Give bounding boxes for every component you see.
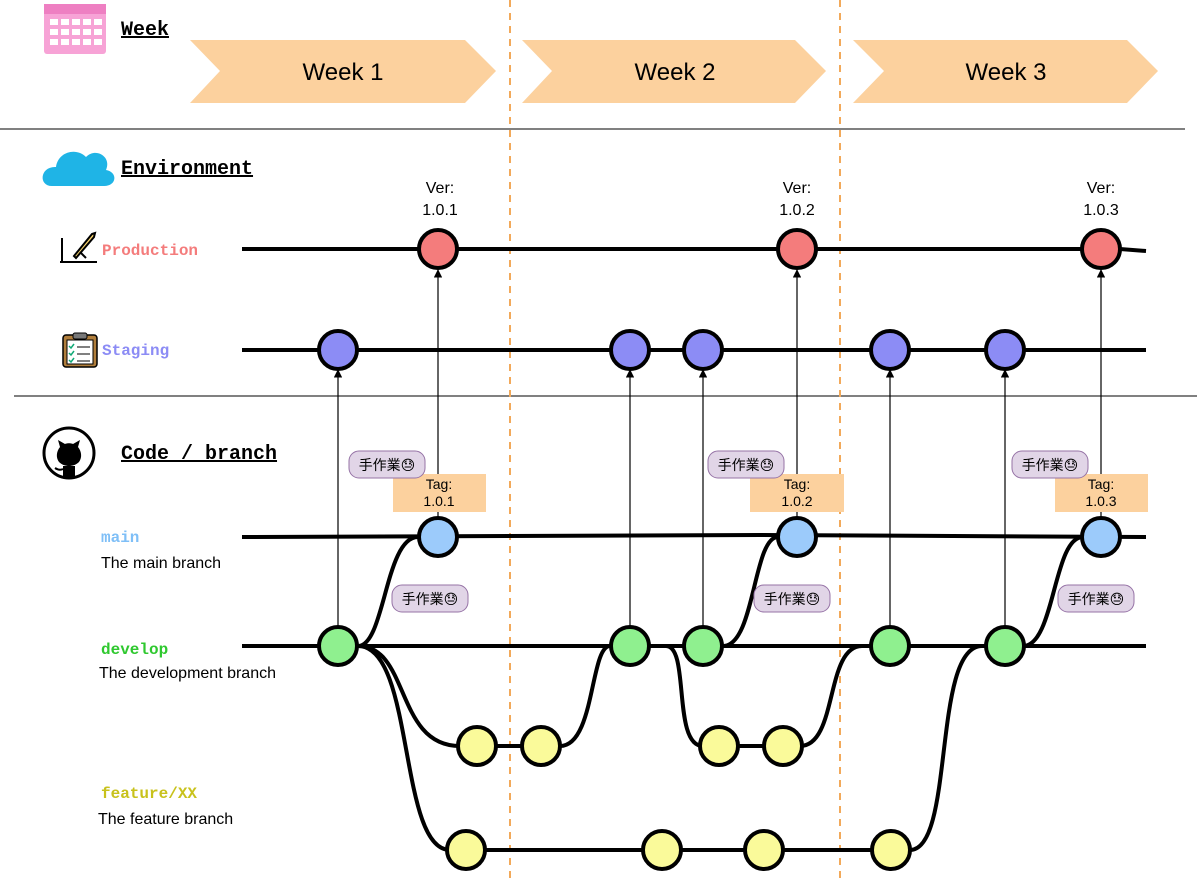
version-label-3: Ver:: [1087, 180, 1115, 197]
manual-badge-merge-2: 手作業😓: [753, 584, 831, 613]
staging-deploy-node-2: [609, 329, 651, 371]
calendar-icon: [44, 4, 106, 54]
staging-label: Staging: [102, 342, 169, 360]
tag-number-2: 1.0.2: [781, 493, 812, 509]
week-arrow-3: [853, 40, 1158, 103]
github-icon: [42, 426, 96, 480]
develop-commit-node-3: [682, 625, 724, 667]
svg-text:手作業😓: 手作業😓: [359, 457, 416, 473]
production-release-node-1: [417, 228, 459, 270]
develop-commit-node-1: [317, 625, 359, 667]
staging-deploy-node-5: [984, 329, 1026, 371]
svg-text:手作業😓: 手作業😓: [764, 591, 821, 607]
feature-commit-node-a2: [520, 725, 562, 767]
tag-box-1: [393, 474, 486, 512]
rocket-icon: [60, 231, 97, 263]
main-commit-node-3: [1080, 516, 1122, 558]
manual-badge-tag-1: 手作業😓: [348, 450, 426, 479]
feature-commit-node-b1: [445, 829, 487, 871]
tag-label-2: Tag:: [784, 476, 810, 492]
staging-deploy-node-1: [317, 329, 359, 371]
merge-curve-main-1: [357, 535, 419, 648]
main-line: [241, 532, 1147, 539]
week-label-3: Week 3: [966, 59, 1047, 86]
svg-text:手作業😓: 手作業😓: [718, 457, 775, 473]
version-number-3: 1.0.3: [1083, 202, 1119, 219]
branch-name-main: main: [101, 529, 139, 547]
feature-commit-node-b2: [641, 829, 683, 871]
branch-description-develop: The development branch: [99, 665, 276, 682]
main-commit-node-2: [776, 516, 818, 558]
section-title-environment: Environment: [121, 158, 253, 181]
manual-badge-merge-3: 手作業😓: [1057, 584, 1135, 613]
tag-label-1: Tag:: [426, 476, 452, 492]
production-release-node-3: [1080, 228, 1122, 270]
section-title-week: Week: [121, 19, 169, 42]
develop-commit-node-4: [869, 625, 911, 667]
branch-name-feature: feature/XX: [101, 785, 197, 803]
production-release-node-2: [776, 228, 818, 270]
version-label-2: Ver:: [783, 180, 811, 197]
branch-description-feature: The feature branch: [98, 811, 233, 828]
week-arrow-2: [522, 40, 826, 103]
feature-commit-node-b3: [743, 829, 785, 871]
feature-commit-node-a3: [698, 725, 740, 767]
svg-text:手作業😓: 手作業😓: [402, 591, 459, 607]
manual-badge-tag-2: 手作業😓: [707, 450, 785, 479]
merge-curve-main-2: [722, 535, 779, 648]
version-number-1: 1.0.1: [422, 202, 458, 219]
feature-commit-node-a1: [456, 725, 498, 767]
feature-commit-node-a4: [762, 725, 804, 767]
clipboard-icon: [62, 332, 98, 368]
merge-curve-main-3: [1022, 535, 1084, 648]
production-label: Production: [102, 242, 198, 260]
tag-number-3: 1.0.3: [1085, 493, 1116, 509]
week-label-2: Week 2: [635, 59, 716, 86]
svg-text:手作業😓: 手作業😓: [1068, 591, 1125, 607]
develop-commit-node-2: [609, 625, 651, 667]
week-label-1: Week 1: [303, 59, 384, 86]
version-label-1: Ver:: [426, 180, 454, 197]
staging-deploy-node-3: [682, 329, 724, 371]
tag-box-3: [1055, 474, 1148, 512]
feature-commit-node-b4: [870, 829, 912, 871]
feature-branch-b: [357, 644, 983, 852]
branch-description-main: The main branch: [101, 555, 221, 572]
section-title-code: Code / branch: [121, 443, 277, 466]
tag-label-3: Tag:: [1088, 476, 1114, 492]
branch-name-develop: develop: [101, 641, 168, 659]
main-commit-node-1: [417, 516, 459, 558]
production-line: [242, 247, 1147, 253]
version-number-2: 1.0.2: [779, 202, 815, 219]
svg-text:手作業😓: 手作業😓: [1022, 457, 1079, 473]
tag-box-2: [750, 474, 844, 512]
manual-badge-merge-1: 手作業😓: [391, 584, 469, 613]
develop-commit-node-5: [984, 625, 1026, 667]
tag-number-1: 1.0.1: [423, 493, 454, 509]
cloud-icon: [42, 151, 115, 186]
staging-deploy-node-4: [869, 329, 911, 371]
week-arrow-1: [190, 40, 496, 103]
manual-badge-tag-3: 手作業😓: [1011, 450, 1089, 479]
